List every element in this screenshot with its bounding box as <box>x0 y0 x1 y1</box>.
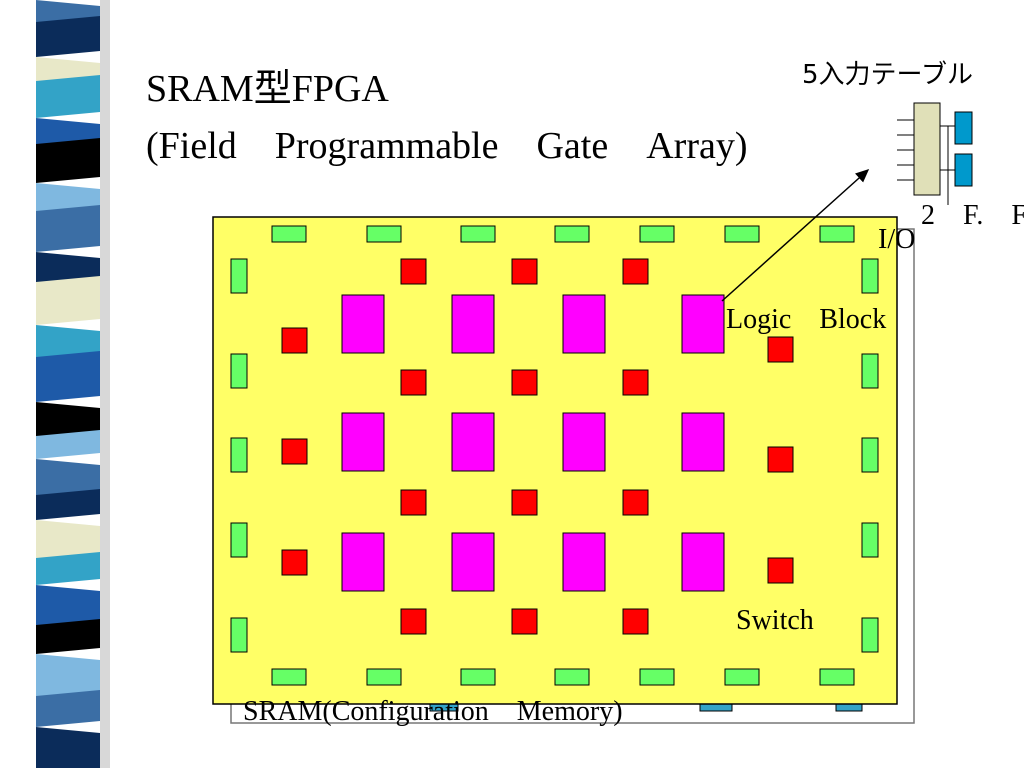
switch-block <box>511 369 538 396</box>
io-block <box>724 668 760 686</box>
logic-block <box>562 294 606 354</box>
io-block <box>724 225 760 243</box>
stripe-band <box>36 690 100 727</box>
lut-label: 5入力テーブル <box>802 60 973 90</box>
stripe-band <box>36 520 100 564</box>
logic-block <box>681 532 725 592</box>
stripe-band <box>36 16 100 57</box>
switch-block <box>281 438 308 465</box>
io-block <box>861 522 879 558</box>
io-block <box>460 225 496 243</box>
logic-blocks <box>341 294 725 592</box>
logic-block <box>681 294 725 354</box>
slide-title: SRAM型FPGA <box>146 68 389 110</box>
io-block <box>861 353 879 389</box>
stripe-band <box>36 430 100 459</box>
switch-block <box>281 327 308 354</box>
stripe-band <box>36 351 100 402</box>
io-block <box>230 437 248 473</box>
slide-subtitle: (Field Programmable Gate Array) <box>146 125 748 167</box>
lut-inset <box>897 102 973 205</box>
logic-block <box>341 294 385 354</box>
io-block <box>554 225 590 243</box>
logic-block <box>562 412 606 472</box>
io-block <box>819 668 855 686</box>
stripe-band <box>36 489 100 520</box>
stripe-band <box>36 727 100 768</box>
stripe-band <box>36 276 100 325</box>
stripe-band <box>36 619 100 654</box>
switch-block <box>400 608 427 635</box>
io-block <box>366 668 402 686</box>
lut-block <box>913 102 941 196</box>
switch-label: Switch <box>736 605 814 636</box>
switch-block <box>511 258 538 285</box>
flip-flop-2 <box>954 153 973 187</box>
io-block <box>554 668 590 686</box>
switch-block <box>281 549 308 576</box>
switch-block <box>400 489 427 516</box>
io-block <box>230 522 248 558</box>
logic-block <box>451 412 495 472</box>
stripe-band <box>36 654 100 702</box>
io-blocks <box>230 225 879 686</box>
switch-block <box>622 258 649 285</box>
io-block <box>819 225 855 243</box>
io-block <box>230 258 248 294</box>
logic-block <box>341 412 385 472</box>
switch-block <box>622 489 649 516</box>
io-block <box>271 668 307 686</box>
switch-block <box>767 557 794 584</box>
sram-label: SRAM(Configuration Memory) <box>243 696 623 727</box>
switch-block <box>767 336 794 363</box>
stripe-band <box>36 552 100 585</box>
switch-block <box>511 608 538 635</box>
logic-block <box>451 532 495 592</box>
logic-block <box>341 532 385 592</box>
io-block <box>460 668 496 686</box>
io-block <box>230 617 248 653</box>
io-block <box>230 353 248 389</box>
stripe-band <box>36 585 100 631</box>
stripe-band <box>36 138 100 183</box>
io-block <box>271 225 307 243</box>
stripe-band <box>36 205 100 252</box>
flip-flop-label: 2 F. F <box>921 200 1024 231</box>
io-block <box>861 617 879 653</box>
logic-block-label: Logic Block <box>726 304 887 335</box>
switch-block <box>400 258 427 285</box>
stripe-band <box>36 75 100 118</box>
io-block <box>639 225 675 243</box>
logic-block <box>451 294 495 354</box>
switch-block <box>622 369 649 396</box>
switch-block <box>622 608 649 635</box>
io-block <box>861 258 879 294</box>
logic-block <box>681 412 725 472</box>
flip-flop-1 <box>954 111 973 145</box>
io-block <box>366 225 402 243</box>
switch-blocks <box>281 258 794 635</box>
stripe-shadow <box>100 0 110 768</box>
zoom-arrow <box>721 168 870 302</box>
switch-block <box>767 446 794 473</box>
logic-block <box>562 532 606 592</box>
io-label: I/O <box>878 224 916 255</box>
io-block <box>639 668 675 686</box>
switch-block <box>400 369 427 396</box>
decorative-stripe <box>0 0 120 768</box>
switch-block <box>511 489 538 516</box>
io-block <box>861 437 879 473</box>
